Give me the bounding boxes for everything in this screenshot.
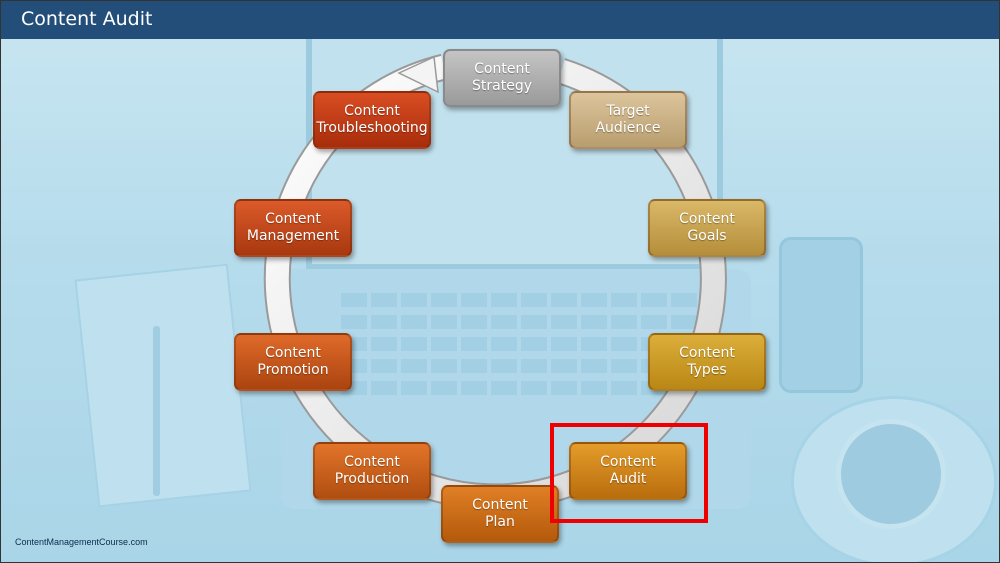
step-label-line2: Promotion: [257, 362, 329, 378]
background-keyboard-row: [341, 381, 701, 395]
step-label-line1: Content: [472, 497, 528, 513]
background-coffee-cup: [836, 419, 946, 529]
step-content-types[interactable]: Content Types: [648, 333, 766, 391]
step-label-line2: Plan: [485, 514, 515, 530]
background-keyboard-row: [341, 293, 701, 307]
step-label-line1: Target: [606, 103, 650, 119]
background-pen: [153, 326, 160, 496]
step-target-audience[interactable]: Target Audience: [569, 91, 687, 149]
step-label-line1: Content: [679, 345, 735, 361]
step-content-management[interactable]: Content Management: [234, 199, 352, 257]
step-label-line1: Content: [344, 454, 400, 470]
cycle-arrowhead: [397, 55, 439, 94]
highlight-box: [550, 423, 708, 523]
step-label-line2: Strategy: [472, 78, 532, 94]
step-label-line1: Content: [679, 211, 735, 227]
background-keyboard-row: [341, 359, 701, 373]
step-label-line2: Management: [246, 228, 340, 244]
step-label-line1: Content: [344, 103, 400, 119]
step-label-line1: Content: [600, 454, 656, 470]
step-content-plan[interactable]: Content Plan: [441, 485, 559, 543]
step-label-line2: Troubleshooting: [316, 120, 428, 136]
step-content-troubleshooting[interactable]: Content Troubleshooting: [313, 91, 431, 149]
title-bar: Content Audit: [1, 1, 999, 39]
step-content-audit[interactable]: Content Audit: [569, 442, 687, 500]
step-content-goals[interactable]: Content Goals: [648, 199, 766, 257]
step-label-line2: Audience: [595, 120, 661, 136]
background-phone: [779, 237, 863, 393]
step-label-line1: Content: [265, 211, 321, 227]
step-content-strategy[interactable]: Content Strategy: [443, 49, 561, 107]
background-keyboard-row: [341, 315, 701, 329]
step-label-line2: Audit: [609, 471, 647, 487]
background-keyboard-row: [341, 337, 701, 351]
footer-website: ContentManagementCourse.com: [15, 537, 148, 547]
step-label-line1: Content: [474, 61, 530, 77]
slide-title: Content Audit: [21, 8, 153, 30]
step-label-line2: Production: [334, 471, 410, 487]
step-content-production[interactable]: Content Production: [313, 442, 431, 500]
step-label-line2: Goals: [687, 228, 727, 244]
step-label-line2: Types: [687, 362, 727, 378]
step-label-line1: Content: [265, 345, 321, 361]
step-content-promotion[interactable]: Content Promotion: [234, 333, 352, 391]
